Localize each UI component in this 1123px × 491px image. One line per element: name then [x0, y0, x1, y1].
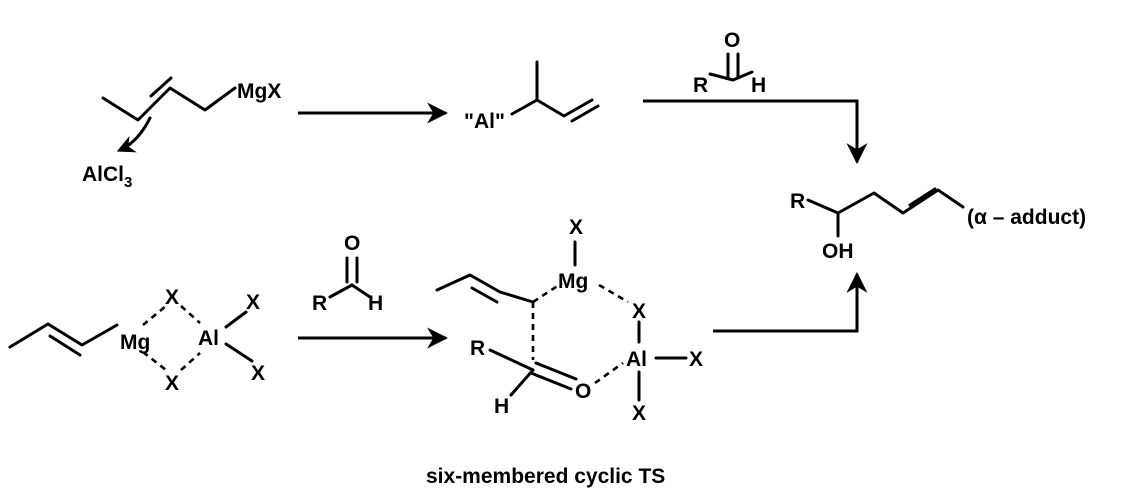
- ts-h-label: H: [494, 395, 509, 418]
- cyclic-transition-state: X Mg X Al X X R H O: [435, 216, 703, 425]
- aldehyde-bottom-h: H: [368, 292, 383, 315]
- al-quoted-label: "Al": [464, 110, 505, 133]
- allyl-aluminum: "Al": [464, 60, 600, 133]
- ts-x-al-right: X: [689, 348, 703, 371]
- reaction-arrow-to-product-top: [643, 99, 868, 165]
- ate-al-label: Al: [198, 327, 219, 350]
- curved-arrow: [116, 116, 152, 153]
- ate-x-bottom: X: [165, 372, 179, 395]
- aldehyde-bottom-r: R: [312, 292, 327, 315]
- ate-x-upper-right: X: [246, 291, 260, 314]
- ts-x-al-bottom: X: [632, 402, 646, 425]
- ts-al-label: Al: [626, 348, 647, 371]
- ts-mg-label: Mg: [558, 270, 588, 293]
- ts-caption: six-membered cyclic TS: [426, 465, 665, 488]
- crotyl-grignard: MgX AlCl3: [82, 76, 281, 191]
- ate-x-lower-right: X: [251, 362, 265, 385]
- alpha-adduct-label: (α – adduct): [967, 206, 1086, 229]
- aldehyde-top-o: O: [724, 29, 740, 52]
- aldehyde-top-r: R: [693, 74, 708, 97]
- product-oh: OH: [822, 240, 854, 263]
- ate-mg-label: Mg: [120, 331, 150, 354]
- ts-x-bridge: X: [632, 300, 646, 323]
- ate-complex: Mg X X Al X X: [8, 286, 265, 395]
- ts-o-label: O: [575, 380, 591, 403]
- ts-x-top: X: [569, 216, 583, 239]
- product-r: R: [790, 190, 805, 213]
- reaction-arrow-to-product-bottom: [713, 271, 868, 333]
- aldehyde-top-h: H: [751, 74, 766, 97]
- aldehyde-top: O R H: [693, 29, 766, 97]
- mgx-label: MgX: [237, 80, 281, 103]
- ate-x-top: X: [165, 286, 179, 309]
- alcl3-label: AlCl3: [82, 163, 132, 191]
- aldehyde-bottom: O R H: [312, 232, 383, 315]
- ts-r-label: R: [470, 337, 485, 360]
- product: R OH (α – adduct): [790, 187, 1086, 263]
- aldehyde-bottom-o: O: [344, 232, 360, 255]
